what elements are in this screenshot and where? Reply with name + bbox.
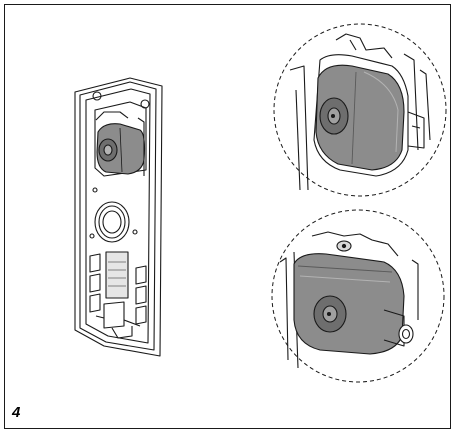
speaker-ring [94, 201, 130, 243]
camera-module [96, 123, 146, 175]
mount-hole-left [92, 91, 102, 101]
intercom-panel [74, 77, 163, 357]
detail-view-top [273, 23, 447, 197]
step-number: 4 [12, 404, 21, 421]
module-detail-top [315, 64, 405, 171]
detail-view-bottom [271, 209, 445, 383]
module-detail-bottom [293, 253, 405, 355]
